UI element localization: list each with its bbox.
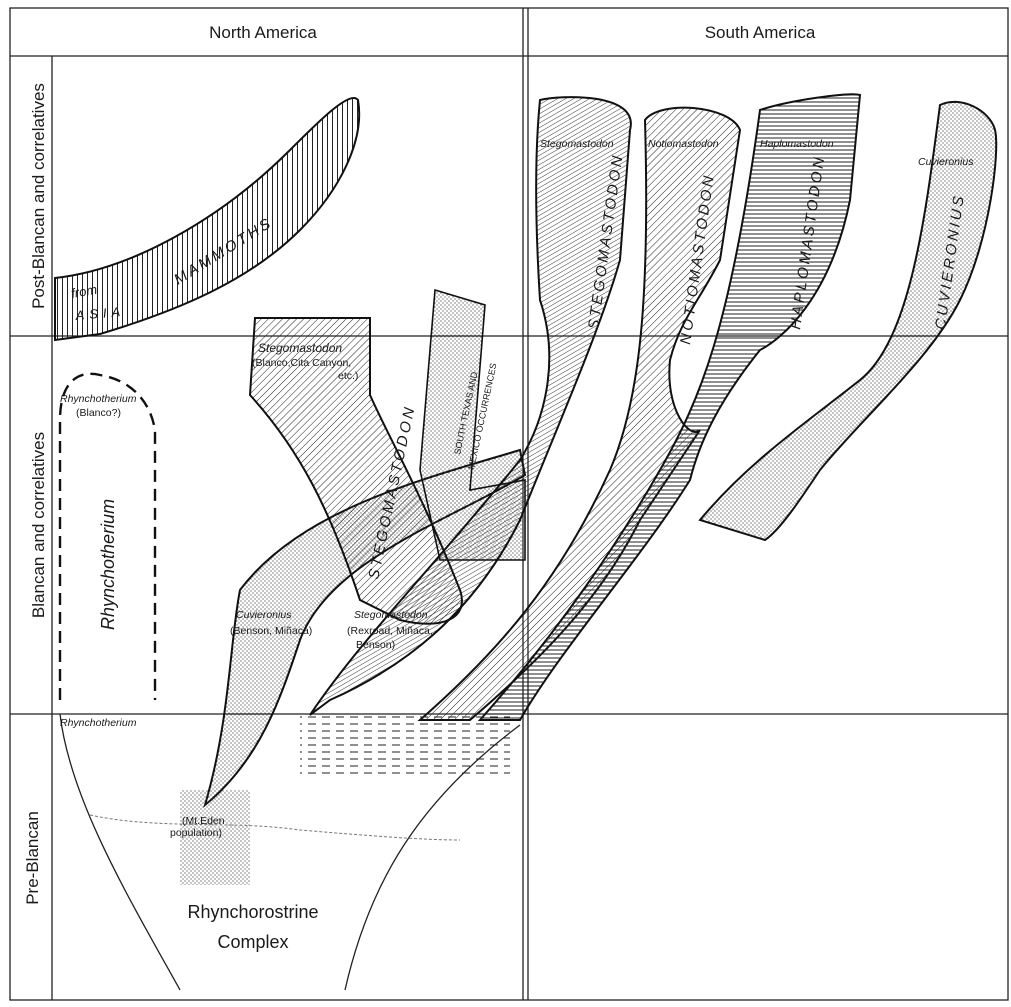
label-stegomastodon-na-sites-2: etc.) bbox=[338, 370, 358, 382]
label-stegomastodon-na-sites-1: (Blanco,Cita Canyon, bbox=[252, 357, 351, 369]
label-stegomastodon-na-2-sites-1: (Rexroad, Miñaca, bbox=[347, 625, 433, 637]
lineage-mammoths bbox=[55, 98, 359, 340]
label-haplomastodon-top: Haplomastodon bbox=[760, 138, 834, 150]
band-label-post-blancan: Post-Blancan and correlatives bbox=[29, 83, 48, 309]
label-stegomastodon-na: Stegomastodon bbox=[258, 341, 342, 355]
complex-left-edge bbox=[60, 714, 180, 990]
label-rhynchotherium-upper-site: (Blanco?) bbox=[76, 407, 121, 419]
label-complex-2: Complex bbox=[217, 932, 288, 952]
label-stegomastodon-na-2-sites-2: Benson) bbox=[356, 639, 395, 651]
label-cuvieronius-na: Cuvieronius bbox=[236, 609, 292, 621]
label-stegomastodon-na-2: Stegomastodon bbox=[354, 609, 428, 621]
label-mt-eden-1: (Mt.Eden bbox=[182, 815, 225, 827]
header-south-america: South America bbox=[705, 23, 816, 42]
label-complex-1: Rhynchorostrine bbox=[187, 902, 318, 922]
label-cuvieronius-sa-top: Cuvieronius bbox=[918, 156, 974, 168]
label-mt-eden-2: population) bbox=[170, 827, 222, 839]
label-rhynchotherium-big: Rhynchotherium bbox=[98, 499, 118, 630]
label-cuvieronius-na-sites: (Benson, Miñaca) bbox=[230, 625, 312, 637]
label-rhynchotherium-lower: Rhynchotherium bbox=[60, 717, 137, 729]
label-stegomastodon-sa-top: Stegomastodon bbox=[540, 138, 614, 150]
header-north-america: North America bbox=[209, 23, 317, 42]
label-notiomastodon-top: Notiomastodon bbox=[648, 138, 719, 150]
band-label-blancan: Blancan and correlatives bbox=[29, 432, 48, 618]
transition-dashes bbox=[300, 715, 510, 775]
wavy-boundary bbox=[90, 815, 460, 840]
band-label-pre-blancan: Pre-Blancan bbox=[23, 811, 42, 905]
label-rhynchotherium-upper: Rhynchotherium bbox=[60, 393, 137, 405]
